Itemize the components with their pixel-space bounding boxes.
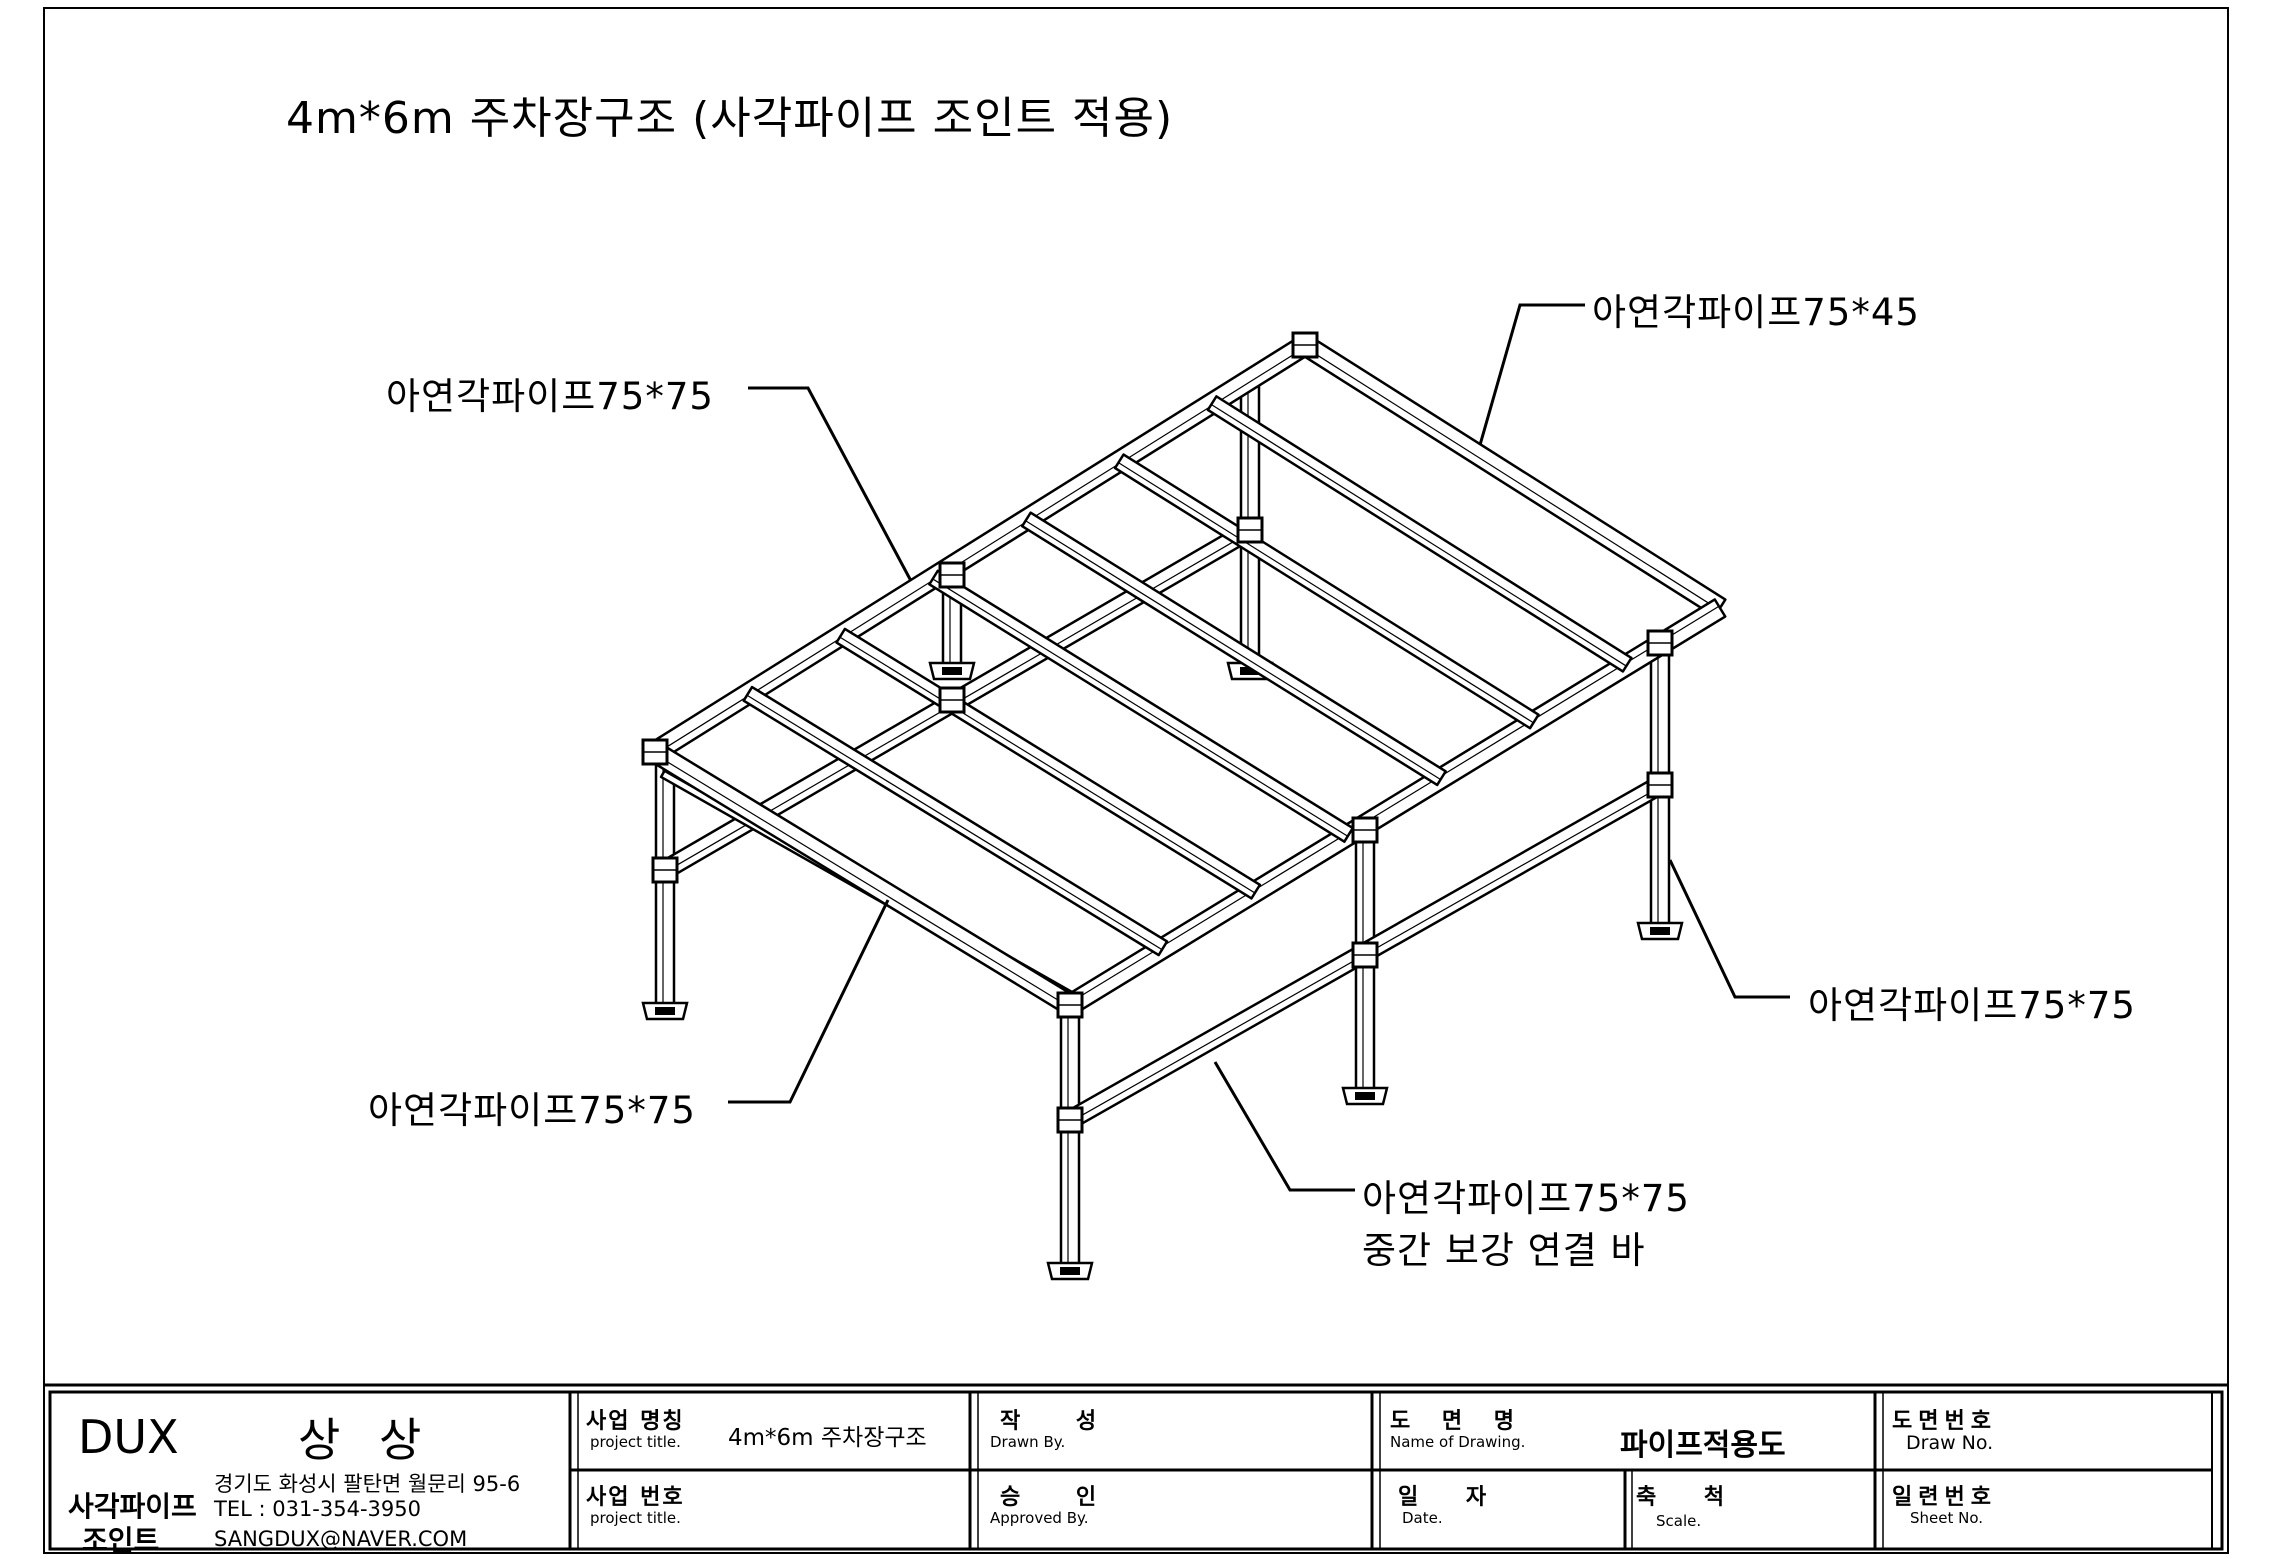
purlin-3-edge [932, 578, 1349, 837]
column-back-left-base-bolt [1240, 667, 1260, 675]
project-name-value: 4m*6m 주차장구조 [728, 1425, 927, 1451]
project-name-label: 사업 명칭 [586, 1409, 685, 1434]
column-front-right [1059, 1008, 1081, 1267]
title-block-frame [44, 1383, 2228, 1551]
drawing-number-label: 도면번호 [1892, 1409, 1997, 1434]
leader-right [1668, 859, 1790, 999]
beam-front-top-edge [653, 753, 1070, 1008]
sheet-number-sub: Sheet No. [1910, 1509, 1984, 1527]
drawing-name-label: 도 면 명 [1390, 1409, 1527, 1434]
column-front-left [654, 763, 676, 1007]
company-tel: TEL : 031-354-3950 [214, 1497, 421, 1521]
approved-by-sub: Approved By. [990, 1509, 1089, 1527]
sheet-border [43, 7, 2229, 1554]
date-label: 일 자 [1398, 1485, 1507, 1510]
purlin-1 [742, 685, 1169, 957]
date-sub: Date. [1402, 1509, 1443, 1527]
sheet-number-label: 일련번호 [1892, 1485, 1997, 1510]
approved-by-label: 승 인 [1000, 1485, 1121, 1510]
purlin-5-edge [1118, 462, 1534, 724]
drawing-number-sub: Draw No. [1906, 1432, 1994, 1454]
company-email: SANGDUX@NAVER.COM [214, 1527, 468, 1551]
column-front-right-base-bolt [1060, 1267, 1080, 1275]
purlin-2 [835, 627, 1262, 900]
column-back-mid-base-bolt [942, 667, 962, 675]
purlin-5 [1113, 453, 1540, 730]
purlin-6-edge [1210, 403, 1627, 667]
purlin-1-edge [746, 694, 1163, 951]
callout-top-right: 아연각파이프75*45 [1592, 291, 1920, 334]
purlin-6 [1206, 395, 1633, 673]
leader-bottom-center [1213, 1061, 1355, 1192]
drawing-name-value: 파이프적용도 [1620, 1428, 1786, 1463]
beam-front-top [648, 742, 1077, 1015]
purlin-4-edge [1025, 520, 1441, 781]
purlin-2-edge [839, 636, 1256, 894]
scale-label: 축 척 [1636, 1485, 1745, 1510]
drawn-by-sub: Drawn By. [990, 1433, 1066, 1451]
beam-right-top-edge [1068, 605, 1720, 1004]
leader-top-left [748, 386, 913, 582]
project-name-sub: project title. [590, 1433, 681, 1451]
column-front-left-base-bolt [655, 1007, 675, 1015]
project-number-label: 사업 번호 [586, 1485, 685, 1510]
leader-bottom-left [728, 899, 890, 1104]
beam-back-top [1298, 335, 1727, 618]
project-number-sub: project title. [590, 1509, 681, 1527]
scale-sub: Scale. [1656, 1512, 1702, 1530]
product-line-1: 사각파이프 [68, 1490, 197, 1523]
brand-logo-text: DUX [78, 1410, 179, 1464]
company-name: 상 상 [298, 1413, 434, 1467]
purlin-3 [928, 569, 1355, 843]
callout-bottom-center-1: 아연각파이프75*75 [1362, 1177, 1690, 1220]
drawing-name-sub: Name of Drawing. [1390, 1433, 1526, 1451]
beam-left-top-edge [655, 346, 1307, 755]
parking-frame-structure [641, 331, 1727, 1281]
leader-lines [728, 303, 1790, 1192]
purlin-4 [1020, 511, 1447, 787]
callout-bottom-center-2: 중간 보강 연결 바 [1362, 1229, 1646, 1272]
leader-top-right [1478, 303, 1585, 446]
column-right-mid-base-bolt [1355, 1092, 1375, 1100]
company-address: 경기도 화성시 팔탄면 월문리 95-6 [214, 1472, 521, 1496]
beam-back-top-edge [1303, 346, 1720, 611]
callout-bottom-left: 아연각파이프75*75 [368, 1089, 696, 1132]
product-line-2: 조인트 [82, 1524, 160, 1557]
callout-top-left: 아연각파이프75*75 [386, 375, 714, 418]
drawing-title: 4m*6m 주차장구조 (사각파이프 조인트 적용) [286, 93, 1174, 144]
drawn-by-label: 작 성 [1000, 1409, 1121, 1434]
column-back-right-base-bolt [1650, 927, 1670, 935]
callout-right: 아연각파이프75*75 [1808, 984, 2136, 1027]
